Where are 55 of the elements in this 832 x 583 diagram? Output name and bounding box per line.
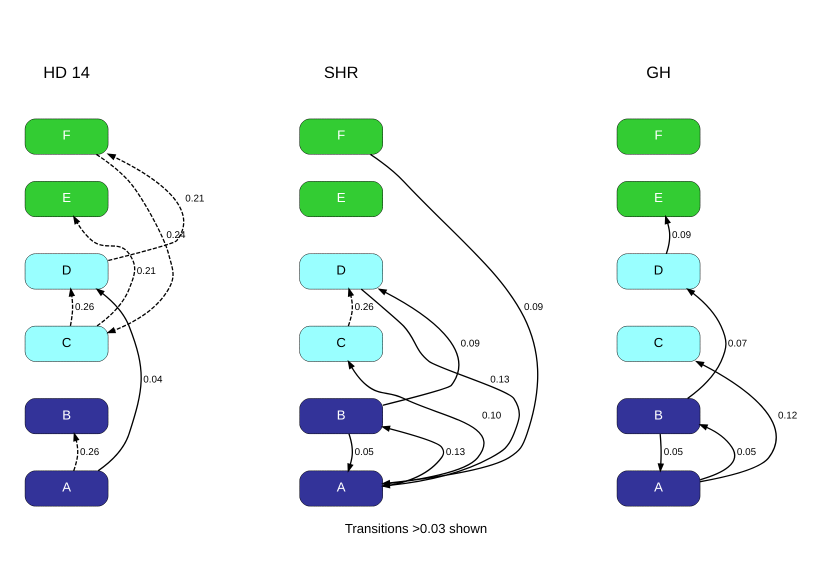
node-box: B — [24, 398, 108, 434]
arrow — [698, 424, 736, 480]
arrow — [72, 214, 136, 326]
arrow — [73, 431, 80, 471]
edge-label: 0.13 — [446, 446, 466, 458]
edge-label: 0.12 — [778, 410, 798, 422]
node-box: E — [616, 180, 700, 217]
node-box: F — [24, 118, 108, 154]
label: SHR — [324, 64, 359, 82]
edge-label: 0.05 — [354, 446, 374, 458]
edge-label: 0.24 — [166, 229, 186, 240]
caption: Transitions >0.03 shown — [344, 520, 488, 536]
edge-label: 0.05 — [664, 446, 683, 458]
node-box: A — [299, 470, 383, 506]
arrow — [347, 433, 354, 472]
node-box: C — [299, 325, 383, 362]
edge-label: 0.21 — [136, 265, 156, 276]
node-box: E — [299, 180, 383, 217]
arrow — [96, 153, 174, 333]
arrow — [106, 152, 184, 261]
node-box: B — [616, 398, 700, 434]
node-box: A — [616, 470, 700, 506]
arrow — [694, 360, 777, 482]
edge-label: 0.21 — [185, 193, 204, 204]
node-box: D — [24, 253, 108, 289]
edge-label: 0.09 — [460, 338, 480, 349]
edge-label: 0.05 — [736, 446, 756, 458]
node-box: F — [616, 118, 700, 154]
edge-label: 0.04 — [143, 374, 162, 386]
node-box: C — [24, 325, 108, 362]
arrow — [686, 288, 727, 398]
edge-label: 0.26 — [75, 302, 94, 313]
node-box: E — [24, 180, 108, 217]
node-box: F — [299, 118, 383, 154]
edge-label: 0.13 — [490, 374, 510, 386]
arrow — [378, 288, 460, 406]
arrow — [68, 286, 76, 326]
edge-label: 0.09 — [672, 229, 692, 240]
arrow — [664, 214, 671, 254]
label: HD 14 — [43, 64, 90, 82]
arrow — [348, 359, 485, 484]
edge-label: 0.10 — [482, 410, 502, 422]
label: GH — [646, 64, 671, 82]
node-box: D — [299, 253, 383, 289]
node-box: B — [299, 398, 383, 434]
arrow — [95, 288, 142, 471]
edge-label: 0.09 — [524, 302, 544, 313]
edge-label: 0.07 — [728, 338, 748, 349]
arrow — [348, 286, 354, 326]
node-box: C — [616, 325, 700, 362]
node-box: D — [616, 253, 700, 289]
edge-label: 0.26 — [80, 446, 100, 458]
edge-label: 0.26 — [354, 302, 374, 313]
node-box: A — [24, 470, 108, 506]
arrow — [658, 434, 664, 472]
